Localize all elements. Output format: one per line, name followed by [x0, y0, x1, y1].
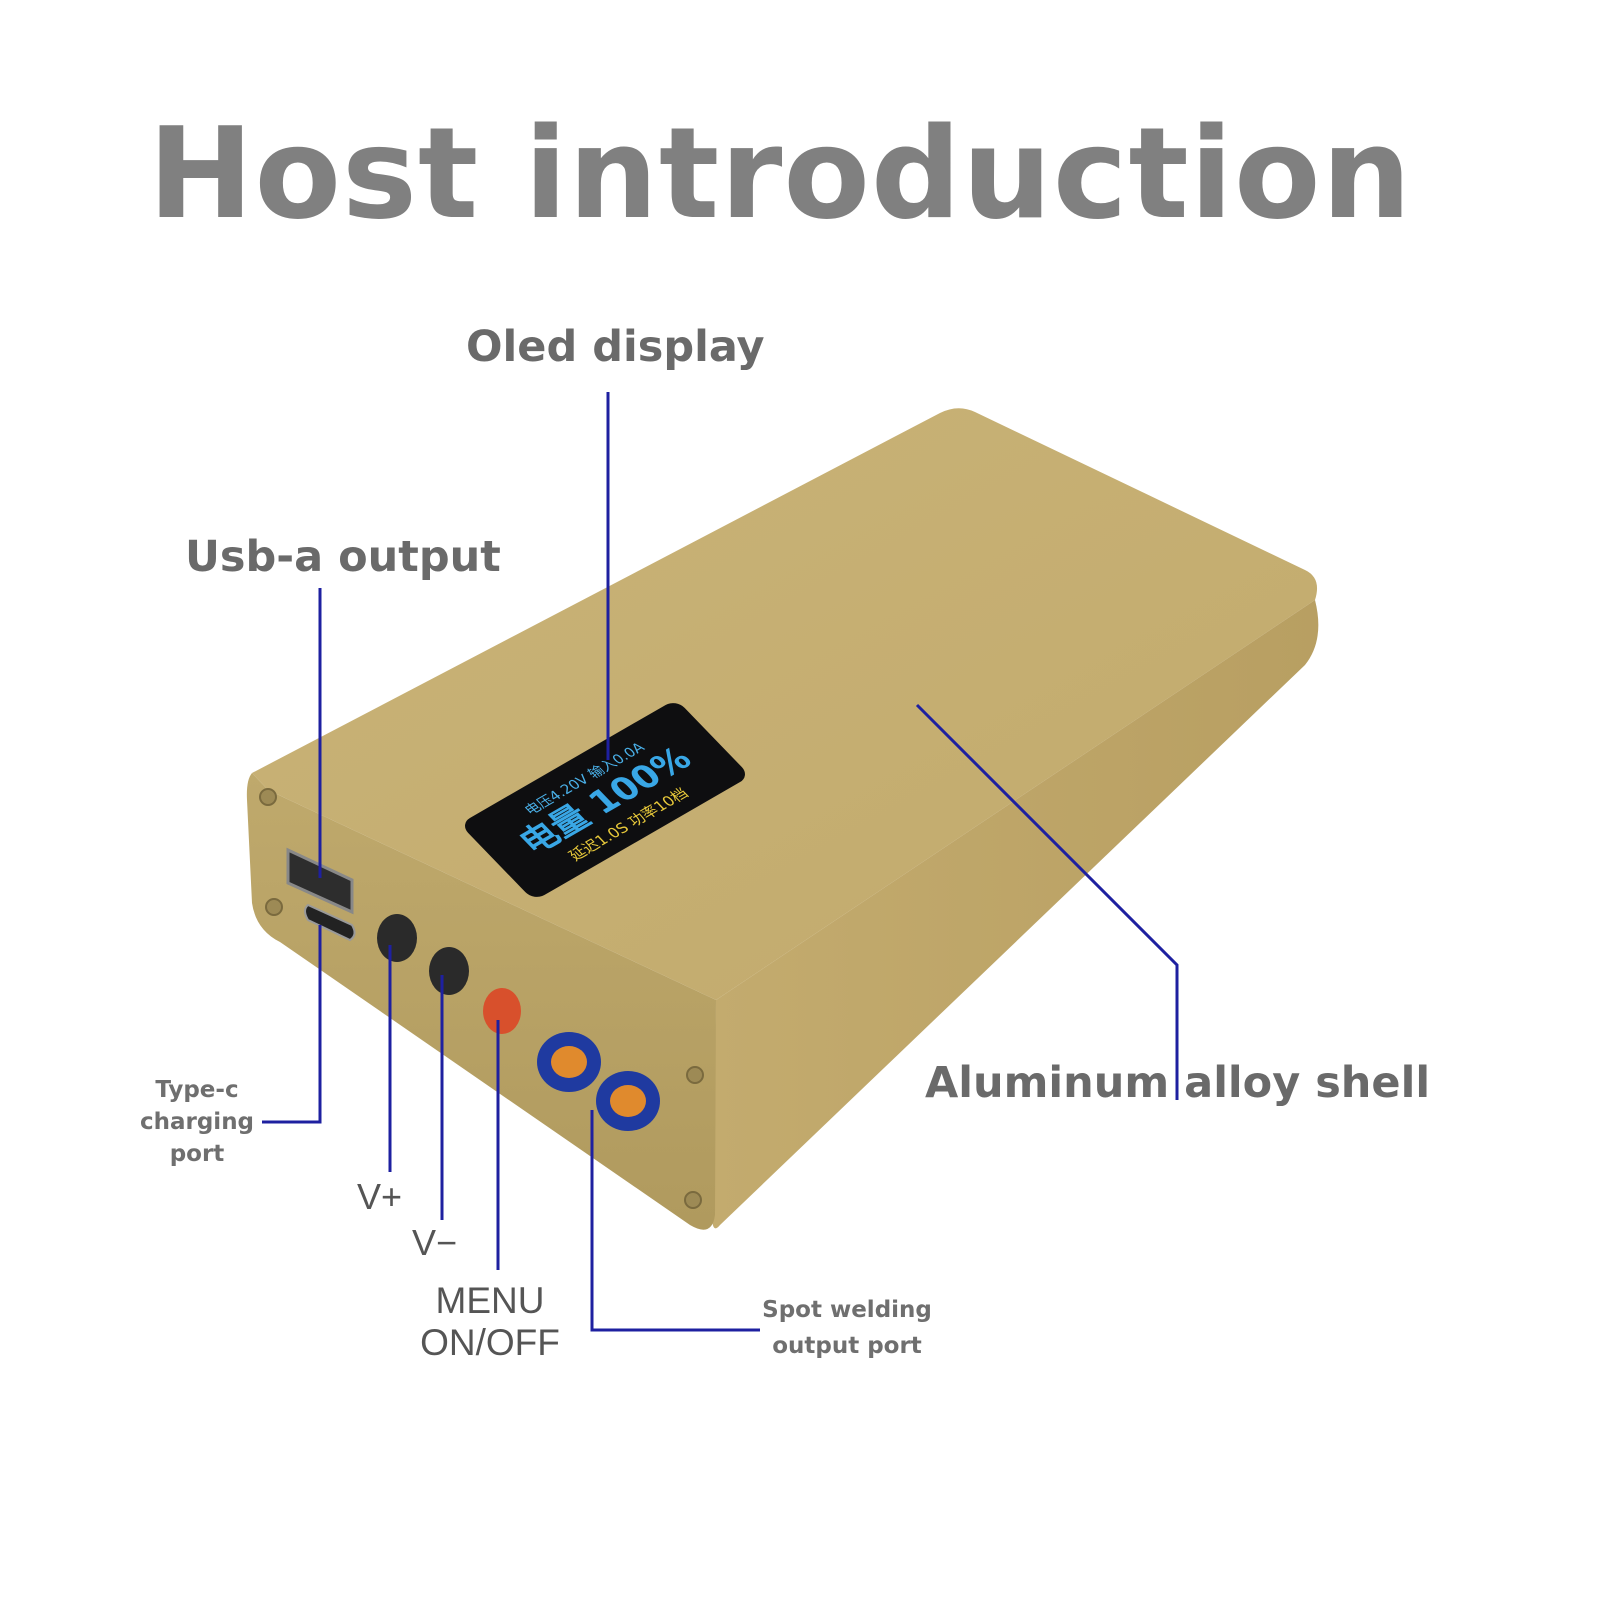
label-v-minus: V− [412, 1222, 458, 1263]
label-type-c-line: port [169, 1141, 225, 1167]
screw [686, 1066, 704, 1084]
welding-socket [610, 1085, 646, 1117]
label-on-off: ON/OFF [420, 1322, 560, 1363]
type-c-port [304, 903, 356, 942]
page-title: Host introduction [148, 100, 1413, 247]
label-spot-line: Spot welding [762, 1297, 932, 1323]
shell-side-surface [712, 600, 1319, 1229]
leader-line-shell [915, 703, 1179, 1100]
screw [265, 898, 283, 916]
label-type-c-line: Type-c [155, 1077, 239, 1103]
menu-onoff-button [483, 988, 521, 1034]
label-v-plus: V+ [357, 1176, 403, 1217]
label-shell: Aluminum alloy shell [925, 1058, 1431, 1108]
label-type-c-line: charging [139, 1109, 255, 1135]
label-menu-onoff: MENU ON/OFF [405, 1280, 575, 1364]
screw [259, 788, 277, 806]
label-oled-display: Oled display [466, 322, 765, 372]
v-minus-button [429, 947, 469, 995]
usb-a-port [286, 847, 354, 915]
label-usb-a-output: Usb-a output [185, 532, 501, 582]
screw [684, 1191, 702, 1209]
leader-line-spot [590, 1110, 760, 1332]
leader-line-type-c [262, 925, 322, 1124]
label-menu: MENU [435, 1280, 545, 1321]
label-spot-welding-port: Spot welding output port [742, 1292, 952, 1364]
shell-front-face [246, 773, 716, 1230]
label-spot-line: output port [772, 1333, 922, 1359]
v-plus-button [377, 914, 417, 962]
label-type-c-charging-port: Type-c charging port [138, 1074, 256, 1170]
welding-socket [551, 1046, 587, 1078]
